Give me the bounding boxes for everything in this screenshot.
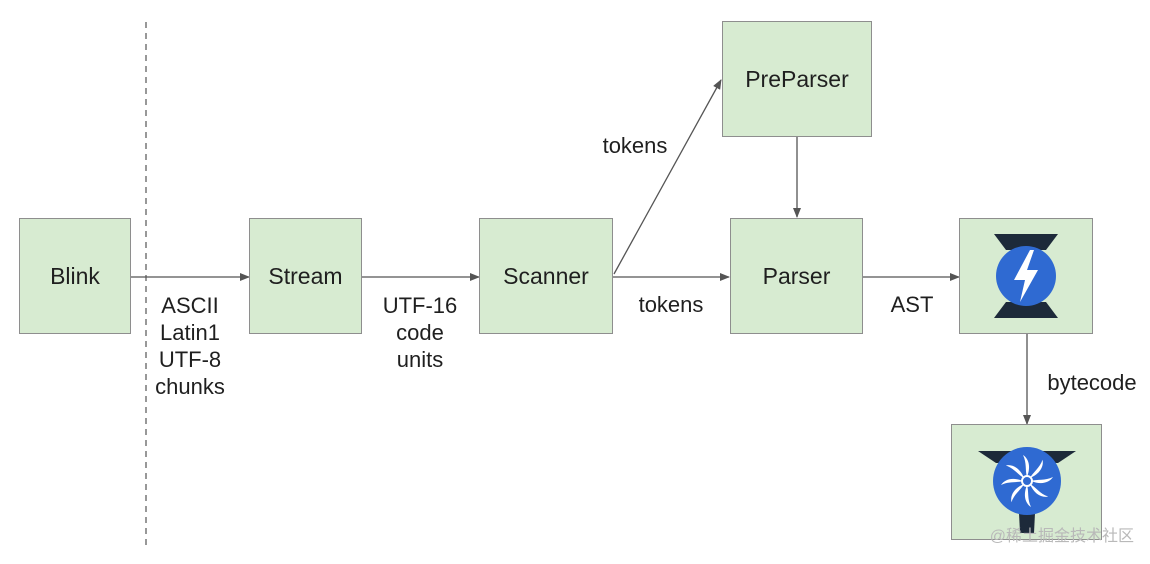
- label-line: UTF-16: [382, 293, 458, 318]
- label-ignition-turbofan: bytecode: [1047, 370, 1137, 395]
- preparser-node: PreParser: [722, 21, 872, 137]
- label-line: units: [396, 347, 444, 372]
- scanner-node-label: Scanner: [503, 262, 589, 289]
- label-blink-stream: ASCII Latin1 UTF-8 chunks: [140, 292, 240, 400]
- scanner-node: Scanner: [479, 218, 613, 334]
- blink-node: Blink: [19, 218, 131, 334]
- ignition-logo-icon: [994, 234, 1058, 318]
- label-line: ASCII: [161, 293, 219, 318]
- label-stream-scanner: UTF-16 code units: [370, 292, 470, 373]
- ignition-node: [959, 218, 1093, 334]
- label-scanner-parser: tokens: [638, 292, 704, 317]
- label-line: chunks: [155, 374, 225, 399]
- preparser-node-label: PreParser: [745, 65, 849, 92]
- arrow-scanner-preparser: [613, 79, 722, 275]
- label-line: code: [396, 320, 444, 345]
- stream-node-label: Stream: [268, 262, 343, 289]
- parser-node: Parser: [730, 218, 863, 334]
- blink-node-label: Blink: [50, 262, 100, 289]
- label-parser-ignition: AST: [890, 292, 934, 317]
- label-scanner-preparser: tokens: [602, 133, 668, 158]
- parser-node-label: Parser: [762, 262, 831, 289]
- watermark: @稀土掘金技术社区: [989, 528, 1134, 545]
- stream-node: Stream: [249, 218, 362, 334]
- label-line: UTF-8: [158, 347, 222, 372]
- label-line: Latin1: [160, 320, 220, 345]
- turbofan-logo-icon: [977, 447, 1076, 533]
- turbofan-node: [951, 424, 1102, 540]
